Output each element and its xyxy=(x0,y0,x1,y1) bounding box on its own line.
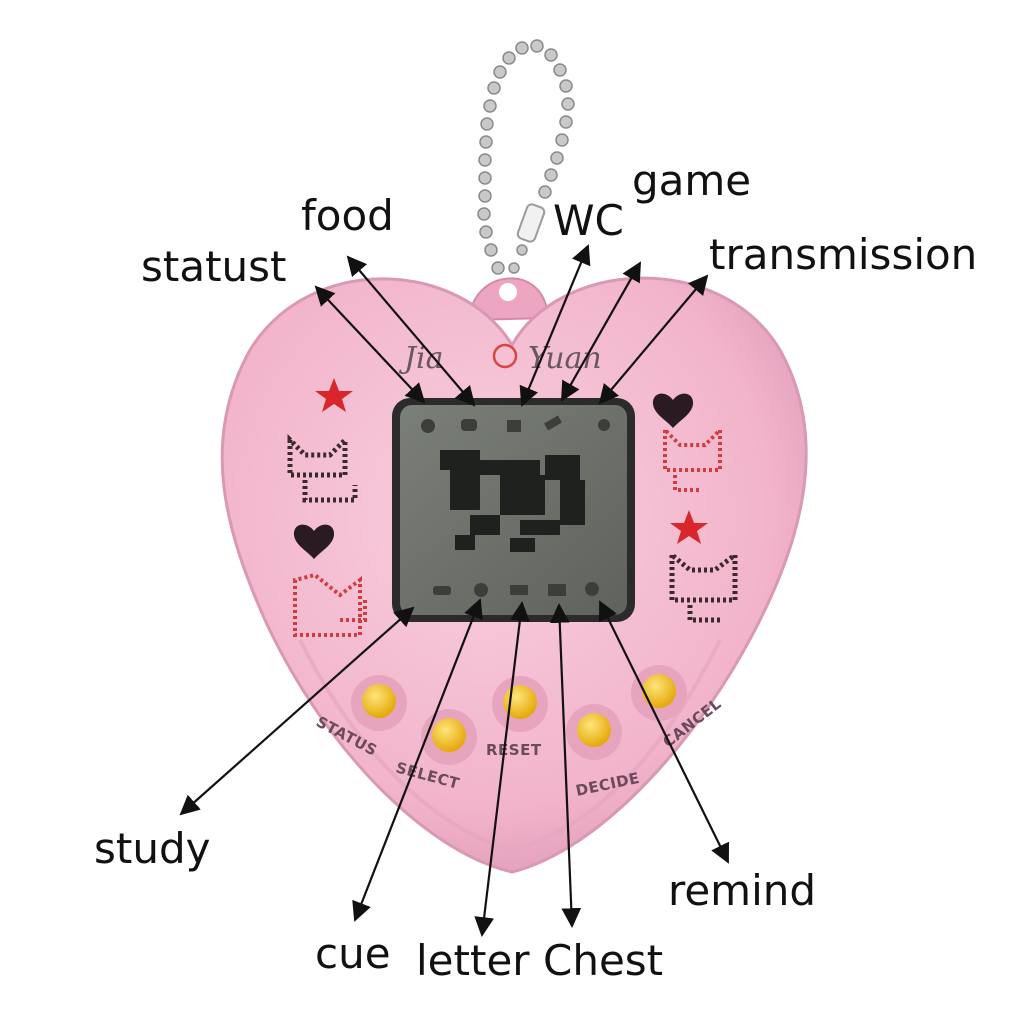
screen-pixel-pet xyxy=(440,450,585,552)
callout-arrows xyxy=(179,244,730,937)
callout-remind: remind xyxy=(668,866,817,915)
study-icon xyxy=(433,586,451,595)
food-icon xyxy=(461,419,477,431)
svg-text:Yuan: Yuan xyxy=(528,341,602,376)
sun-logo-icon xyxy=(492,343,518,369)
game-icon xyxy=(544,415,562,431)
callout-chest: Chest xyxy=(543,936,664,985)
arrow-remind xyxy=(598,600,730,864)
callout-study: study xyxy=(94,824,211,873)
callout-game: game xyxy=(632,156,752,205)
reset-button[interactable] xyxy=(492,676,548,732)
pixel-cat-right-top xyxy=(663,425,722,492)
select-button[interactable] xyxy=(421,709,477,765)
callout-transmission: transmission xyxy=(709,230,978,279)
ball-chain xyxy=(477,39,575,292)
status-icon xyxy=(421,419,435,433)
chest-icon xyxy=(548,584,566,596)
remind-icon xyxy=(585,582,599,596)
brand-logo: Jia xyxy=(398,341,444,376)
screen-top-icons xyxy=(421,415,610,433)
arrow-letter xyxy=(474,601,530,937)
callout-food: food xyxy=(301,191,394,240)
arrow-cue xyxy=(352,598,483,922)
callout-letter: letter xyxy=(416,936,530,985)
arrow-chest xyxy=(549,603,582,928)
wc-icon xyxy=(507,420,521,432)
chain-clasp xyxy=(516,203,546,243)
arrow-transmission xyxy=(598,274,709,405)
cancel-button[interactable] xyxy=(631,665,687,721)
callout-wc: WC xyxy=(553,196,624,245)
star-icon xyxy=(670,510,708,544)
callout-cue: cue xyxy=(315,929,391,978)
status-button[interactable] xyxy=(351,675,407,731)
heart-deco-icon xyxy=(293,524,335,559)
pixel-cat-left-top xyxy=(287,433,358,503)
decide-button[interactable] xyxy=(566,704,622,760)
arrow-food xyxy=(346,255,476,407)
transmission-icon xyxy=(598,419,610,431)
cue-icon xyxy=(474,583,488,597)
letter-icon xyxy=(510,585,528,595)
reset-button-label: RESET xyxy=(486,741,542,759)
screen-bottom-icons xyxy=(433,582,599,597)
callout-statust: statust xyxy=(141,242,287,291)
